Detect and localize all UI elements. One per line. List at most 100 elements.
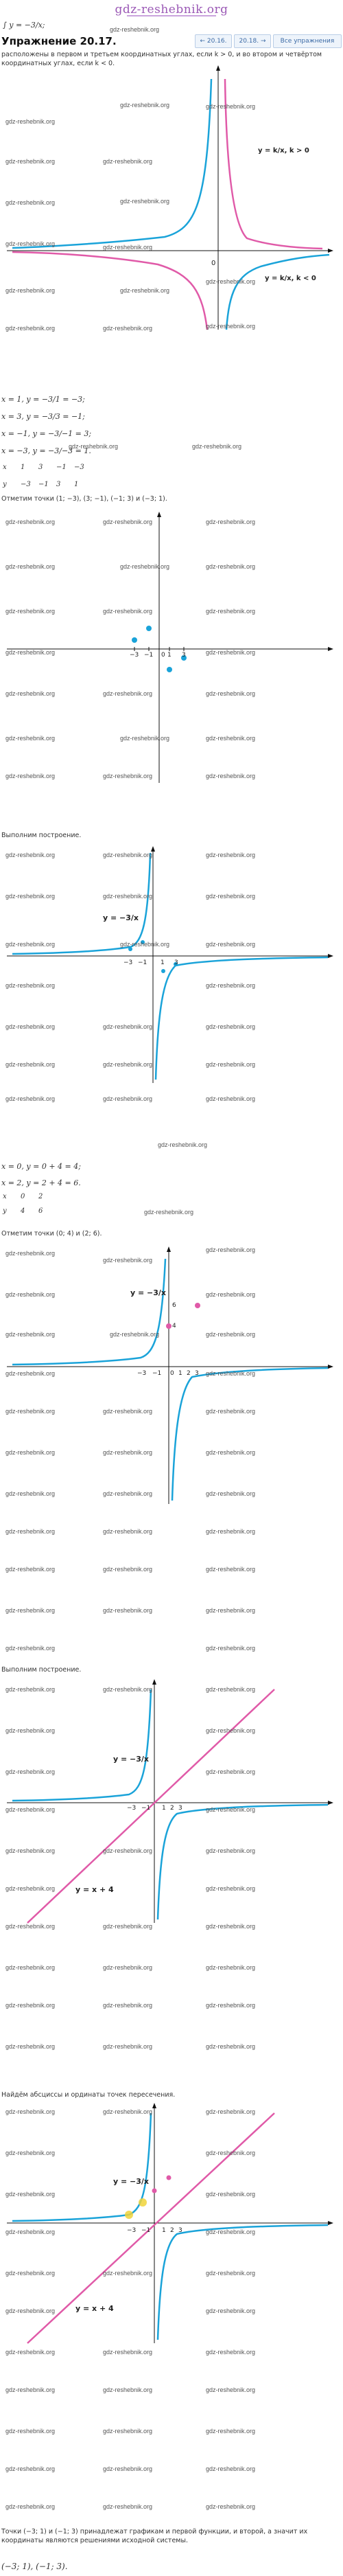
watermark-text: gdz-reshebnik.org	[103, 1566, 153, 1573]
build2-text: Выполним построение.	[1, 1666, 82, 1674]
graph5-tick-neg3: −3	[127, 1805, 137, 1812]
watermark-text: gdz-reshebnik.org	[5, 1847, 56, 1854]
watermark-text: gdz-reshebnik.org	[5, 2108, 56, 2115]
watermark-text: gdz-reshebnik.org	[206, 1528, 256, 1535]
watermark-text: gdz-reshebnik.org	[103, 1923, 153, 1930]
calc2-points-text: Отметим точки (0; 4) и (2; 6).	[1, 1230, 102, 1238]
graph1-label-negative-k: y = k/x, k < 0	[265, 275, 316, 282]
watermark-text: gdz-reshebnik.org	[5, 1250, 56, 1257]
graph3-tick-3: 3	[174, 959, 178, 966]
watermark-text: gdz-reshebnik.org	[120, 287, 170, 294]
watermark-text: gdz-reshebnik.org	[5, 2349, 56, 2356]
watermark-text: gdz-reshebnik.org	[206, 1370, 256, 1377]
graph4-tick-2: 2	[187, 1370, 191, 1377]
graph6-line-label: y = x + 4	[75, 2304, 114, 2313]
watermark-text: gdz-reshebnik.org	[5, 158, 56, 165]
watermark-text: gdz-reshebnik.org	[103, 690, 153, 697]
watermark-text: gdz-reshebnik.org	[5, 1686, 56, 1693]
watermark-text: gdz-reshebnik.org	[5, 1923, 56, 1930]
watermark-text: gdz-reshebnik.org	[120, 102, 170, 109]
watermark-text: gdz-reshebnik.org	[206, 1686, 256, 1693]
watermark-text: gdz-reshebnik.org	[5, 1095, 56, 1102]
page-title: Упражнение 20.17.	[1, 35, 117, 47]
watermark-text: gdz-reshebnik.org	[206, 852, 256, 858]
watermark-text: gdz-reshebnik.org	[192, 443, 242, 450]
watermark-text: gdz-reshebnik.org	[206, 1449, 256, 1456]
watermark-text: gdz-reshebnik.org	[5, 2270, 56, 2277]
watermark-text: gdz-reshebnik.org	[103, 893, 153, 900]
watermark-text: gdz-reshebnik.org	[206, 2191, 256, 2198]
watermark-text: gdz-reshebnik.org	[206, 1847, 256, 1854]
graph6-tick-neg1: −1	[141, 2227, 151, 2234]
watermark-text: gdz-reshebnik.org	[206, 1607, 256, 1614]
watermark-text: gdz-reshebnik.org	[5, 649, 56, 656]
next-exercise-button[interactable]: 20.18. →	[234, 34, 271, 48]
watermark-text: gdz-reshebnik.org	[103, 1257, 153, 1264]
watermark-text: gdz-reshebnik.org	[103, 1964, 153, 1971]
watermark-text: gdz-reshebnik.org	[5, 518, 56, 525]
watermark-text: gdz-reshebnik.org	[206, 1806, 256, 1813]
watermark-text: gdz-reshebnik.org	[206, 1490, 256, 1497]
watermark-text: gdz-reshebnik.org	[206, 518, 256, 525]
graph4-ylabel-4: 4	[172, 1323, 176, 1330]
calc1-line-3: x = −1, y = −3/−1 = 3;	[1, 429, 92, 438]
watermark-text: gdz-reshebnik.org	[206, 608, 256, 615]
site-logo[interactable]: gdz-reshebnik.org	[0, 0, 343, 21]
watermark-text: gdz-reshebnik.org	[206, 2386, 256, 2393]
watermark-text: gdz-reshebnik.org	[206, 2428, 256, 2435]
watermark-text: gdz-reshebnik.org	[103, 1449, 153, 1456]
watermark-text: gdz-reshebnik.org	[103, 1490, 153, 1497]
watermark-text: gdz-reshebnik.org	[206, 941, 256, 948]
watermark-text: gdz-reshebnik.org	[5, 735, 56, 742]
watermark-text: gdz-reshebnik.org	[5, 1331, 56, 1338]
answer-text: Точки (−3; 1) и (−1; 3) принадлежат граф…	[1, 2528, 308, 2544]
watermark-text: gdz-reshebnik.org	[206, 2503, 256, 2510]
graph4-tick-1: 1	[178, 1370, 182, 1377]
watermark-text: gdz-reshebnik.org	[103, 2503, 153, 2510]
watermark-text: gdz-reshebnik.org	[5, 1566, 56, 1573]
logo-underline	[127, 15, 216, 16]
watermark-text: gdz-reshebnik.org	[5, 325, 56, 332]
watermark-text: gdz-reshebnik.org	[5, 1061, 56, 1068]
graph3-tick-neg1: −1	[138, 959, 147, 966]
graph5-tick-3: 3	[178, 1805, 182, 1812]
watermark-text: gdz-reshebnik.org	[206, 1923, 256, 1930]
watermark-text: gdz-reshebnik.org	[103, 1847, 153, 1854]
watermark-text: gdz-reshebnik.org	[206, 2270, 256, 2277]
graph4-curve-label: y = −3/x	[130, 1288, 167, 1297]
graph6-tick-neg3: −3	[127, 2227, 137, 2234]
watermark-text: gdz-reshebnik.org	[5, 2043, 56, 2050]
watermark-text: gdz-reshebnik.org	[5, 2503, 56, 2510]
graph-intersection	[7, 2103, 333, 2344]
graph-hyperbola-points	[7, 1246, 333, 1504]
watermark-text: gdz-reshebnik.org	[120, 198, 170, 205]
watermark-text: gdz-reshebnik.org	[206, 1095, 256, 1102]
watermark-text: gdz-reshebnik.org	[103, 1408, 153, 1415]
watermark-text: gdz-reshebnik.org	[206, 982, 256, 989]
watermark-text: gdz-reshebnik.org	[206, 1768, 256, 1775]
watermark-text: gdz-reshebnik.org	[5, 608, 56, 615]
watermark-text: gdz-reshebnik.org	[5, 2191, 56, 2198]
graph3-tick-1: 1	[161, 959, 165, 966]
calc2-line-1: x = 0, y = 0 + 4 = 4;	[1, 1162, 81, 1171]
watermark-text: gdz-reshebnik.org	[5, 1490, 56, 1497]
graph2-tick-neg3: −3	[130, 652, 139, 659]
watermark-text: gdz-reshebnik.org	[206, 2150, 256, 2156]
calc1-line-4: x = −3, y = −3/−3 = 1.	[1, 446, 91, 455]
watermark-text: gdz-reshebnik.org	[206, 2465, 256, 2472]
prev-exercise-button[interactable]: ← 20.16.	[195, 34, 232, 48]
graph-hyperbolas-k	[7, 65, 333, 330]
watermark-text: gdz-reshebnik.org	[206, 1408, 256, 1415]
graph4-tick-0: 0	[170, 1370, 174, 1377]
watermark-text: gdz-reshebnik.org	[5, 893, 56, 900]
watermark-text: gdz-reshebnik.org	[103, 244, 153, 251]
all-exercises-button[interactable]: Все упражнения	[273, 34, 342, 48]
watermark-text: gdz-reshebnik.org	[5, 240, 56, 247]
watermark-text: gdz-reshebnik.org	[5, 1806, 56, 1813]
watermark-text: gdz-reshebnik.org	[206, 1727, 256, 1734]
graph4-tick-neg1: −1	[152, 1370, 162, 1377]
watermark-text: gdz-reshebnik.org	[103, 1686, 153, 1693]
watermark-text: gdz-reshebnik.org	[5, 199, 56, 206]
